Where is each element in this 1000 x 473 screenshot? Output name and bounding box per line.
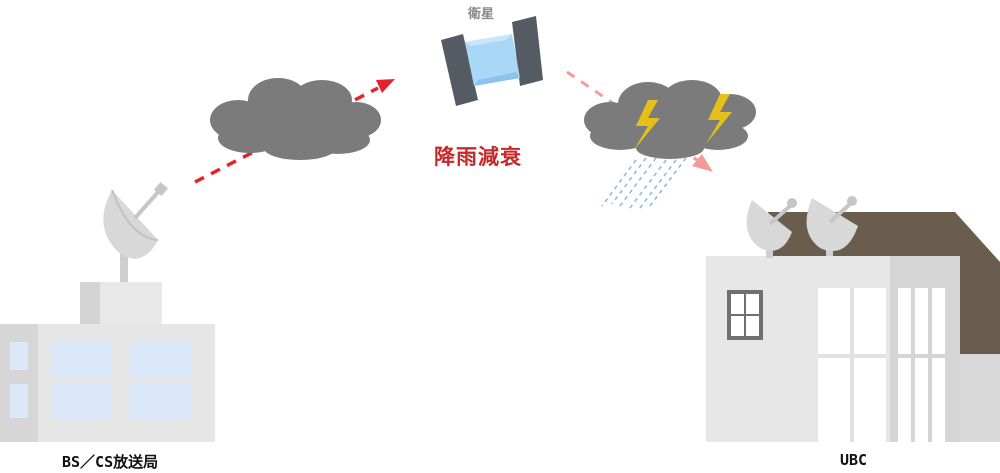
lightning-icon [706, 94, 732, 144]
broadcast-station [0, 181, 215, 442]
satellite-icon [441, 16, 543, 106]
broadcast-station-label: BS／CS放送局 [62, 453, 159, 471]
satellite-label: 衛星 [468, 7, 495, 22]
downlink-signal [566, 70, 713, 172]
cloud-icon [210, 78, 381, 160]
ubc-building [706, 196, 1000, 442]
dish-antenna-icon [103, 181, 169, 285]
uplink-arrowhead [376, 79, 395, 93]
satellite-left-panel [441, 34, 478, 106]
storm-cloud-icon [584, 80, 756, 159]
rain-icon [601, 157, 687, 209]
satellite-body [465, 34, 520, 86]
dish-antenna-icon [806, 196, 858, 256]
rain-attenuation-label: 降雨減衰 [434, 145, 522, 169]
ubc-label: UBC [840, 451, 868, 469]
dish-antenna-icon [746, 198, 797, 258]
satellite-right-panel [512, 16, 543, 86]
downlink-arrowhead [692, 154, 713, 172]
lightning-icon [634, 100, 660, 150]
